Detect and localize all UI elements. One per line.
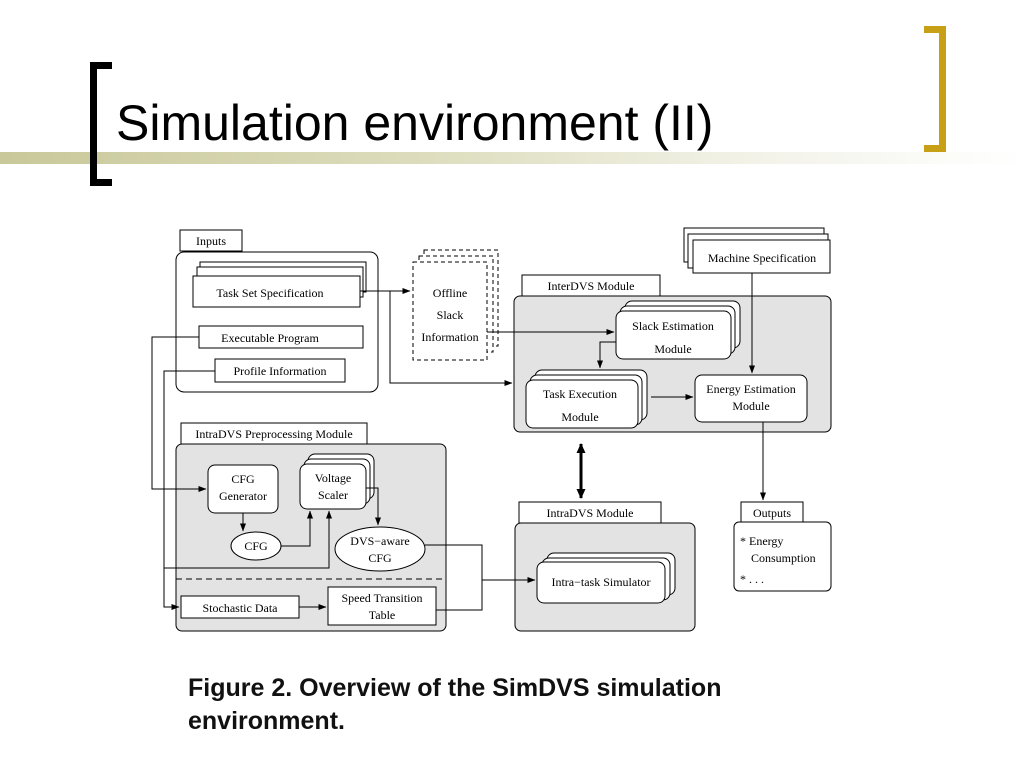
slack-estimation-line-1: Slack Estimation	[632, 319, 714, 333]
intradvs-title: IntraDVS Module	[547, 506, 634, 520]
task-set-specification-label: Task Set Specification	[216, 286, 323, 300]
energy-estimation-line-1: Energy Estimation	[706, 382, 795, 396]
voltage-scaler-line-2: Scaler	[318, 488, 348, 502]
interdvs-group: InterDVS Module Slack Estimation Module …	[513, 274, 832, 433]
intradvs-preprocessing-title: IntraDVS Preprocessing Module	[195, 427, 352, 441]
slack-estimation-module-box	[615, 310, 732, 360]
figure-caption: Figure 2. Overview of the SimDVS simulat…	[188, 674, 722, 735]
arrow-slack-to-task-execution	[597, 341, 616, 369]
title-band	[0, 152, 1024, 164]
outputs-line-2: Consumption	[751, 551, 816, 565]
machine-spec-group: Machine Specification	[683, 227, 831, 274]
voltage-scaler-box	[299, 463, 367, 510]
cfg-label: CFG	[244, 539, 268, 553]
outputs-title-box	[740, 501, 804, 523]
dvs-aware-cfg-line-1: DVS−aware	[350, 534, 409, 548]
arrow-taskset-to-task-execution	[389, 291, 513, 386]
arrow-cfg-to-voltage-scaler	[281, 510, 313, 547]
offline-slack-group: Offline Slack Information	[412, 249, 499, 361]
offline-slack-information-box	[412, 261, 488, 361]
task-execution-line-1: Task Execution	[543, 387, 617, 401]
interdvs-title-box	[521, 274, 661, 297]
intra-task-simulator-box	[536, 561, 666, 604]
profile-information-label: Profile Information	[234, 364, 327, 378]
arrow-speed-table-to-simulator	[436, 577, 536, 611]
energy-estimation-line-2: Module	[732, 399, 769, 413]
slide-title: Simulation environment (II)	[116, 95, 714, 151]
slack-estimation-line-2: Module	[654, 342, 691, 356]
intradvs-title-box	[518, 501, 662, 524]
connectors	[151, 273, 766, 611]
task-set-specification-box	[192, 275, 361, 308]
executable-program-label: Executable Program	[221, 331, 319, 345]
intradvs-preprocessing-group: IntraDVS Preprocessing Module CFG Genera…	[175, 422, 447, 632]
outputs-group: Outputs * Energy Consumption * . . .	[733, 501, 832, 592]
intradvs-preprocessing-title-box	[180, 422, 368, 445]
outputs-line-1: * Energy	[740, 534, 783, 548]
arrow-profile-to-voltage-scaler	[164, 510, 332, 569]
machine-specification-label: Machine Specification	[708, 251, 816, 265]
machine-specification-box	[692, 239, 831, 274]
dvs-aware-cfg-line-2: CFG	[368, 551, 392, 565]
intra-task-simulator-label: Intra−task Simulator	[551, 575, 650, 589]
speed-transition-line-2: Table	[369, 608, 395, 622]
inputs-title-box	[179, 229, 243, 252]
arrow-scaler-to-dvs-cfg	[366, 487, 381, 526]
outputs-title: Outputs	[753, 506, 791, 520]
speed-transition-table-box	[327, 586, 437, 626]
arrow-executable-to-cfg-generator	[151, 336, 207, 492]
dvs-aware-cfg-ellipse	[334, 526, 426, 572]
line-dvs-cfg-to-simulator	[425, 544, 483, 580]
cfg-generator-line-2: Generator	[219, 489, 267, 503]
inputs-group: Inputs Task Set Specification Executable…	[175, 229, 379, 393]
speed-transition-line-1: Speed Transition	[341, 591, 422, 605]
stochastic-data-label: Stochastic Data	[203, 601, 279, 615]
arrow-profile-to-stochastic	[163, 370, 215, 610]
offline-slack-line-3: Information	[421, 330, 478, 344]
voltage-scaler-line-1: Voltage	[315, 471, 351, 485]
task-execution-module-box	[525, 379, 639, 429]
intradvs-group: IntraDVS Module Intra−task Simulator	[514, 501, 696, 632]
offline-slack-line-2: Slack	[437, 308, 464, 322]
inputs-title: Inputs	[196, 234, 226, 248]
energy-estimation-module-box	[694, 374, 808, 423]
task-execution-line-2: Module	[561, 410, 598, 424]
left-bracket-decoration	[90, 62, 112, 186]
outputs-line-3: * . . .	[740, 572, 764, 586]
right-bracket-decoration	[924, 26, 946, 152]
offline-slack-line-1: Offline	[433, 286, 467, 300]
cfg-generator-line-1: CFG	[231, 472, 255, 486]
interdvs-title: InterDVS Module	[548, 279, 635, 293]
